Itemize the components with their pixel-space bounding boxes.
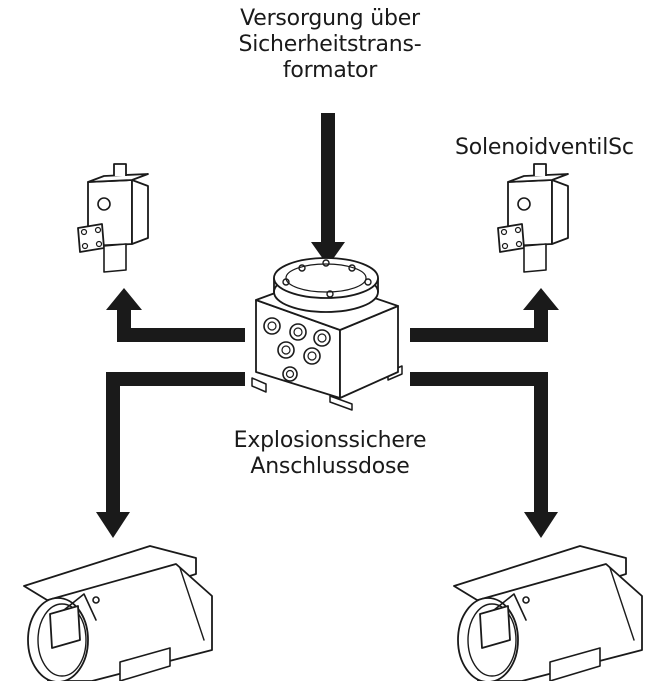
- junction-box-illustration: [251, 257, 403, 411]
- junction-box-label-line-2: Anschlussdose: [250, 454, 410, 479]
- camera-housing-left: [23, 545, 213, 681]
- arrow-to-right-camera: [410, 372, 558, 538]
- connection-arrows: [96, 113, 559, 538]
- supply-arrow: [311, 113, 345, 266]
- arrow-to-left-camera: [96, 372, 245, 538]
- arrow-to-right-solenoid: [410, 288, 559, 342]
- power-supply-label-line-1: Versorgung über: [240, 6, 420, 31]
- junction-box-label-line-1: Explosionssichere: [233, 428, 427, 453]
- junction-box-label: Explosionssichere Anschlussdose: [200, 428, 460, 480]
- arrow-to-left-solenoid: [106, 288, 245, 342]
- solenoid-valve-left: [77, 163, 149, 273]
- camera-housing-right: [453, 545, 643, 681]
- solenoid-valve-right: [497, 163, 569, 273]
- solenoid-valve-label: SolenoidventilSc: [455, 135, 634, 160]
- power-supply-label: Versorgung über Sicherheitstrans- format…: [200, 6, 460, 84]
- power-supply-label-line-3: formator: [282, 58, 378, 83]
- power-supply-label-line-2: Sicherheitstrans-: [238, 32, 422, 57]
